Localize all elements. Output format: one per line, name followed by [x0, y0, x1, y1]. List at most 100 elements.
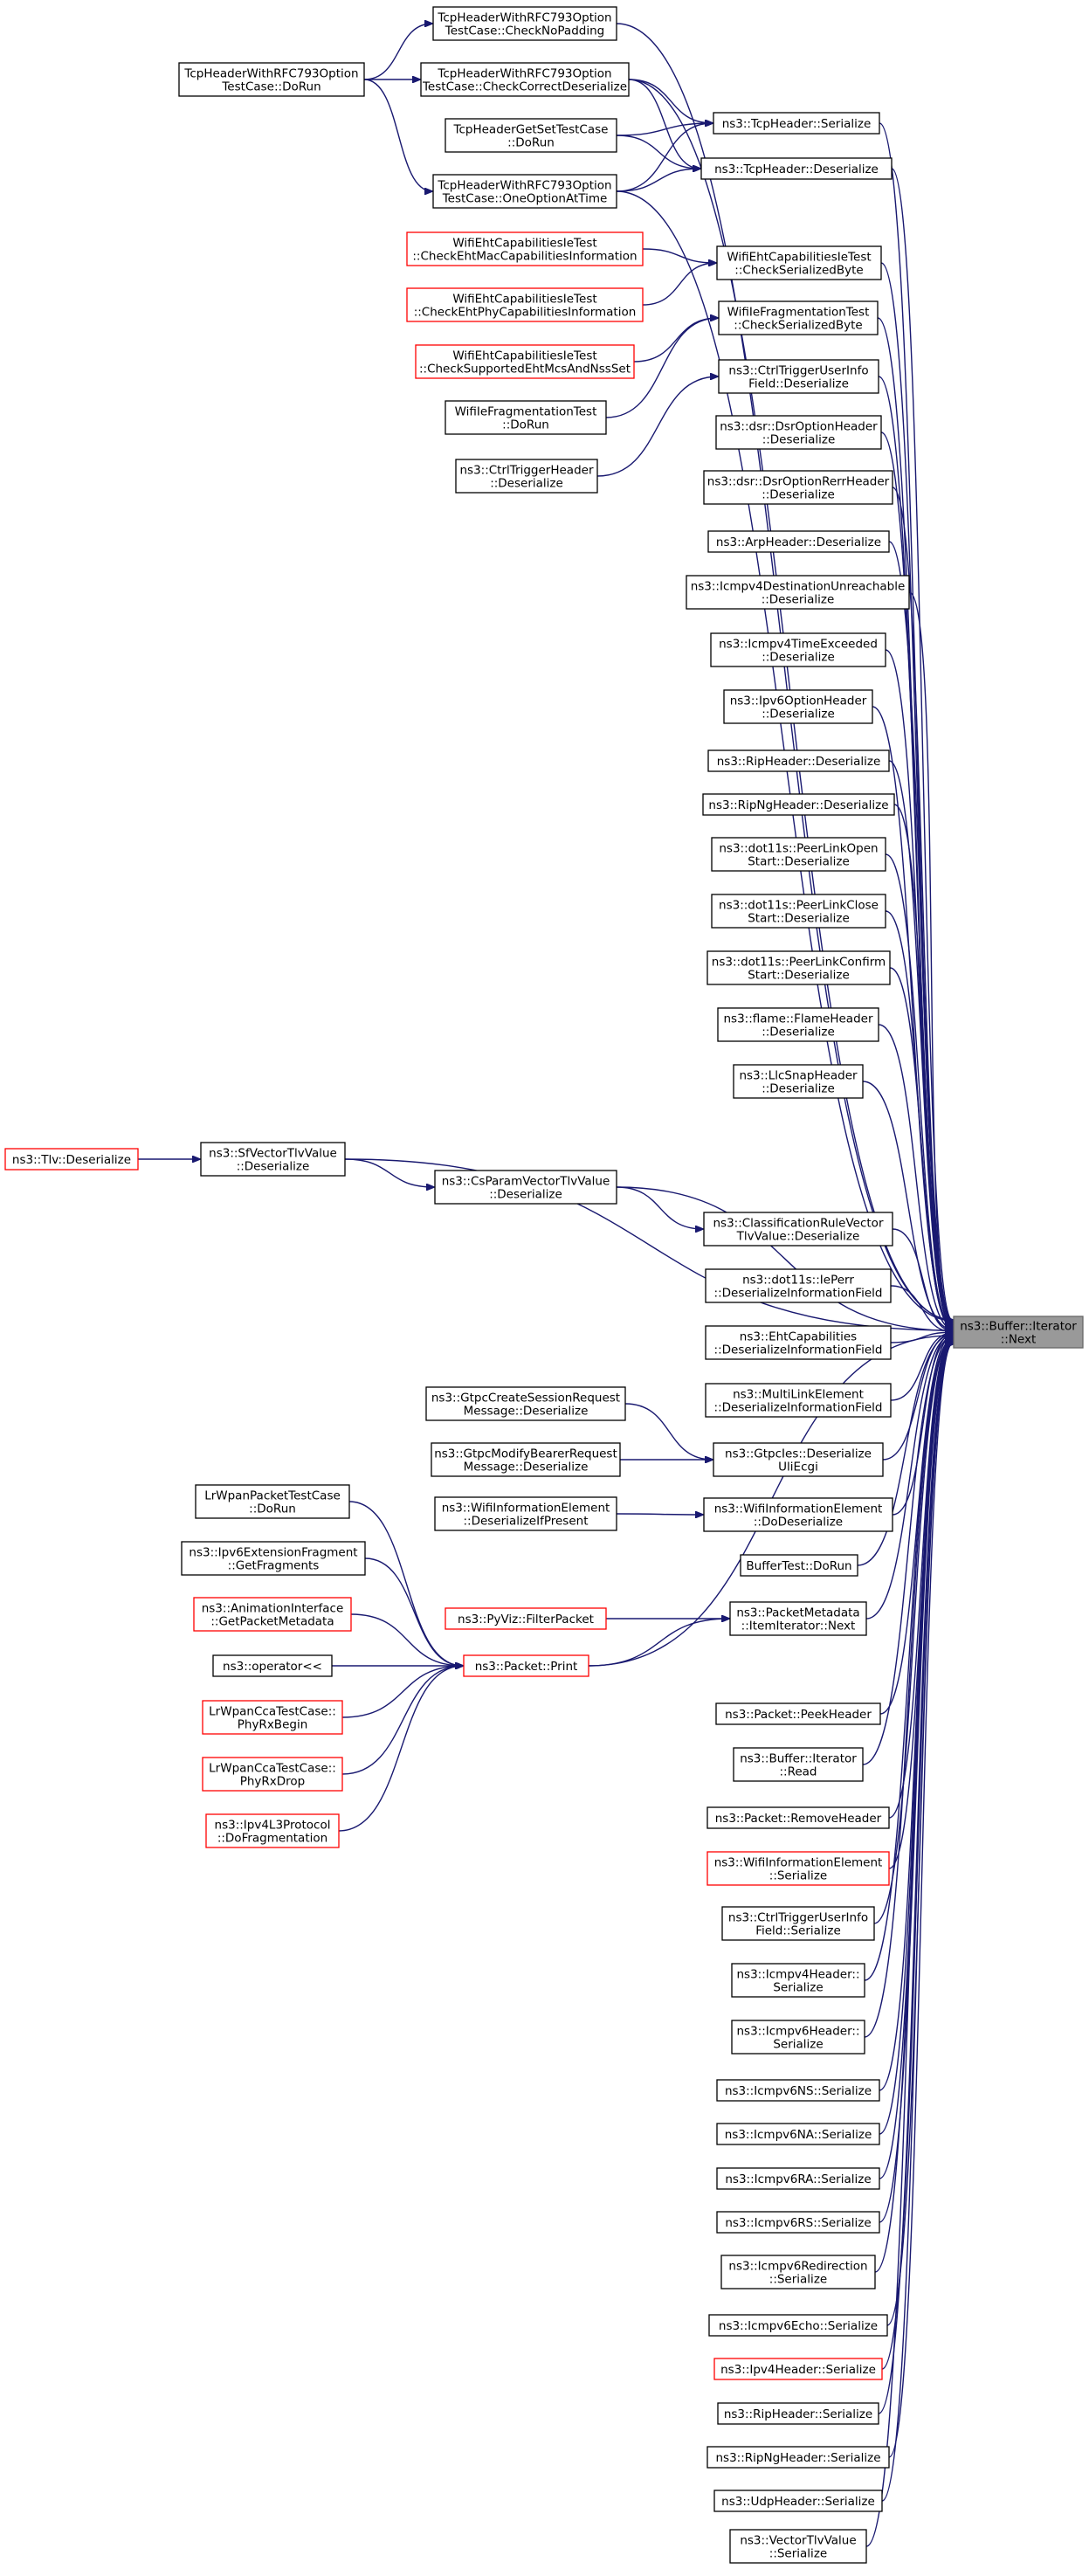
node-ns3-ctrltriggeruserinfo-field-deserialize[interactable]: ns3::CtrlTriggerUserInfoField::Deseriali… [718, 359, 879, 394]
edge [888, 1337, 953, 1819]
node-ns3-dot11s-ieperr-deserializeinformationfield[interactable]: ns3::dot11s::IePerr::DeserializeInformat… [705, 1268, 892, 1303]
node-ns3-arpheader-deserialize[interactable]: ns3::ArpHeader::Deserialize [707, 530, 890, 553]
node-ns3-dsr-dsroptionheader-deserialize[interactable]: ns3::dsr::DsrOptionHeader::Deserialize [715, 415, 882, 450]
node-ns3-ipv4l3protocol-dofragmentation[interactable]: ns3::Ipv4L3Protocol::DoFragmentation [205, 1813, 340, 1848]
node-ns3-packet-removeheader[interactable]: ns3::Packet::RemoveHeader [706, 1806, 890, 1829]
node-tcpheaderwithrfc793option-testcase-checkcorrectdeserialize[interactable]: TcpHeaderWithRFC793OptionTestCase::Check… [420, 62, 630, 97]
node-ns3-dot11s-peerlinkopen-start-deserialize[interactable]: ns3::dot11s::PeerLinkOpenStart::Deserial… [711, 837, 886, 872]
node-box [740, 1554, 858, 1577]
node-lrwpanpackettestcase-dorun[interactable]: LrWpanPacketTestCase::DoRun [195, 1484, 350, 1519]
node-wifiehtcapabilitiesietest-checkehtphycapabilitiesinformation[interactable]: WifiEhtCapabilitiesIeTest::CheckEhtPhyCa… [406, 287, 644, 322]
node-label: ns3::Icmpv6RS::Serialize [725, 2216, 871, 2230]
node-ns3-icmpv6redirection-serialize[interactable]: ns3::Icmpv6Redirection::Serialize [720, 2255, 876, 2289]
node-wifiehtcapabilitiesietest-checkehtmaccapabilitiesinformation[interactable]: WifiEhtCapabilitiesIeTest::CheckEhtMacCa… [406, 231, 644, 266]
node-ns3-ipv4header-serialize[interactable]: ns3::Ipv4Header::Serialize [713, 2358, 883, 2380]
node-ns3-icmpv4destinationunreachable-deserialize[interactable]: ns3::Icmpv4DestinationUnreachable::Deser… [686, 575, 910, 610]
node-ns3-ripngheader-serialize[interactable]: ns3::RipNgHeader::Serialize [706, 2446, 890, 2469]
node-ns3-ipv6extensionfragment-getfragments[interactable]: ns3::Ipv6ExtensionFragment::GetFragments [181, 1541, 366, 1576]
node-label: ::CheckSerializedByte [734, 264, 863, 278]
node-label: TcpHeaderWithRFC793Option [183, 67, 358, 81]
node-wifiehtcapabilitiesietest-checkserializedbyte[interactable]: WifiEhtCapabilitiesIeTest::CheckSerializ… [716, 245, 882, 280]
node-ns3-tcpheader-deserialize[interactable]: ns3::TcpHeader::Deserialize [700, 157, 893, 180]
node-ns3-ripheader-serialize[interactable]: ns3::RipHeader::Serialize [717, 2402, 879, 2425]
node-ns3-tlv-deserialize[interactable]: ns3::Tlv::Deserialize [4, 1148, 139, 1171]
node-ns3-multilinkelement-deserializeinformationfield[interactable]: ns3::MultiLinkElement::DeserializeInform… [705, 1383, 892, 1418]
node-ns3-pyviz-filterpacket[interactable]: ns3::PyViz::FilterPacket [445, 1607, 607, 1630]
node-ns3-dot11s-peerlinkconfirm-start-deserialize[interactable]: ns3::dot11s::PeerLinkConfirmStart::Deser… [706, 950, 891, 985]
node-ns3-ripngheader-deserialize[interactable]: ns3::RipNgHeader::Deserialize [702, 793, 895, 816]
node-ns3-gtpccreatesessionrequest-message-deserialize[interactable]: ns3::GtpcCreateSessionRequestMessage::De… [425, 1386, 626, 1421]
node-box [455, 459, 598, 494]
node-label: ns3::PyViz::FilterPacket [458, 1613, 594, 1626]
node-ns3-wifiinformationelement-dodeserialize[interactable]: ns3::WifiInformationElement::DoDeseriali… [703, 1497, 893, 1532]
node-ns3-ipv6optionheader-deserialize[interactable]: ns3::Ipv6OptionHeader::Deserialize [723, 689, 873, 724]
node-ns3-animationinterface-getpacketmetadata[interactable]: ns3::AnimationInterface::GetPacketMetada… [193, 1597, 352, 1632]
node-box [705, 1383, 892, 1418]
node-wifiehtcapabilitiesietest-checksupportedehtmcsandnssset[interactable]: WifiEhtCapabilitiesIeTest::CheckSupporte… [415, 344, 635, 379]
node-lrwpanccatestcase-phyrxdrop[interactable]: LrWpanCcaTestCase::PhyRxDrop [202, 1757, 343, 1792]
node-ns3-operator[interactable]: ns3::operator<< [212, 1654, 333, 1677]
node-box [200, 1142, 346, 1177]
node-ns3-packet-print[interactable]: ns3::Packet::Print [463, 1654, 589, 1677]
node-wifiiefragmentationtest-checkserializedbyte[interactable]: WifiIeFragmentationTest::CheckSerialized… [718, 300, 879, 335]
node-label: Start::Deserialize [748, 912, 850, 926]
node-ns3-icmpv6rs-serialize[interactable]: ns3::Icmpv6RS::Serialize [716, 2211, 880, 2234]
node-ns3-wifiinformationelement-serialize[interactable]: ns3::WifiInformationElement::Serialize [706, 1851, 890, 1886]
node-box [710, 632, 886, 667]
node-box [715, 1702, 881, 1725]
node-buffertest-dorun[interactable]: BufferTest::DoRun [740, 1554, 858, 1577]
node-ns3-packetmetadata-itemiterator-next[interactable]: ns3::PacketMetadata::ItemIterator::Next [729, 1601, 867, 1636]
node-box [731, 1963, 865, 1998]
node-label: ::DoRun [507, 136, 555, 150]
node-box [711, 837, 886, 872]
node-ns3-dot11s-peerlinkclose-start-deserialize[interactable]: ns3::dot11s::PeerLinkCloseStart::Deseria… [711, 894, 886, 929]
node-tcpheaderwithrfc793option-testcase-checknopadding[interactable]: TcpHeaderWithRFC793OptionTestCase::Check… [432, 6, 617, 41]
node-label: ns3::Icmpv6Redirection [728, 2260, 867, 2274]
node-label: Start::Deserialize [748, 855, 850, 869]
node-box [434, 1496, 617, 1531]
node-ns3-sfvectortlvvalue-deserialize[interactable]: ns3::SfVectorTlvValue::Deserialize [200, 1142, 346, 1177]
node-label: ::Deserialize [762, 488, 835, 502]
node-ns3-llcsnapheader-deserialize[interactable]: ns3::LlcSnapHeader::Deserialize [733, 1064, 864, 1099]
node-ns3-icmpv4timeexceeded-deserialize[interactable]: ns3::Icmpv4TimeExceeded::Deserialize [710, 632, 886, 667]
node-label: WifiIeFragmentationTest [727, 306, 870, 320]
node-ns3-icmpv6echo-serialize[interactable]: ns3::Icmpv6Echo::Serialize [708, 2314, 888, 2337]
node-tcpheadergetsettestcase-dorun[interactable]: TcpHeaderGetSetTestCase::DoRun [445, 118, 617, 153]
node-tcpheaderwithrfc793option-testcase-oneoptionattime[interactable]: TcpHeaderWithRFC793OptionTestCase::OneOp… [432, 174, 617, 209]
node-ns3-ripheader-deserialize[interactable]: ns3::RipHeader::Deserialize [707, 749, 890, 772]
node-label: ns3::VectorTlvValue [740, 2534, 856, 2548]
node-ns3-tcpheader-serialize[interactable]: ns3::TcpHeader::Serialize [713, 112, 880, 135]
node-ns3-icmpv6header-serialize[interactable]: ns3::Icmpv6Header::Serialize [731, 2020, 865, 2055]
node-ns3-dsr-dsroptionrerrheader-deserialize[interactable]: ns3::dsr::DsrOptionRerrHeader::Deseriali… [703, 470, 893, 505]
node-ns3-csparamvectortlvvalue-deserialize[interactable]: ns3::CsParamVectorTlvValue::Deserialize [434, 1170, 617, 1205]
node-ns3-ctrltriggerheader-deserialize[interactable]: ns3::CtrlTriggerHeader::Deserialize [455, 459, 598, 494]
node-lrwpanccatestcase-phyrxbegin[interactable]: LrWpanCcaTestCase::PhyRxBegin [202, 1700, 343, 1735]
node-ns3-icmpv6na-serialize[interactable]: ns3::Icmpv6NA::Serialize [716, 2123, 880, 2145]
node-ns3-icmpv6ra-serialize[interactable]: ns3::Icmpv6RA::Serialize [716, 2167, 880, 2190]
node-ns3-wifiinformationelement-deserializeifpresent[interactable]: ns3::WifiInformationElement::Deserialize… [434, 1496, 617, 1531]
node-ns3-ehtcapabilities-deserializeinformationfield[interactable]: ns3::EhtCapabilities::DeserializeInforma… [705, 1325, 892, 1360]
node-label: ns3::Ipv4L3Protocol [215, 1819, 331, 1833]
node-label: PhyRxBegin [238, 1718, 308, 1732]
node-ns3-udpheader-serialize[interactable]: ns3::UdpHeader::Serialize [713, 2490, 883, 2512]
node-wifiiefragmentationtest-dorun[interactable]: WifiIeFragmentationTest::DoRun [445, 400, 607, 435]
node-ns3-gtpcmodifybearerrequest-message-deserialize[interactable]: ns3::GtpcModifyBearerRequestMessage::Des… [431, 1442, 621, 1477]
node-ns3-vectortlvvalue-serialize[interactable]: ns3::VectorTlvValue::Serialize [729, 2529, 867, 2564]
node-ns3-flame-flameheader-deserialize[interactable]: ns3::flame::FlameHeader::Deserialize [717, 1007, 879, 1042]
node-label: TcpHeaderWithRFC793Option [437, 179, 611, 193]
node-box [202, 1757, 343, 1792]
node-ns3-classificationrulevector-tlvvalue-deserialize[interactable]: ns3::ClassificationRuleVectorTlvValue::D… [703, 1212, 893, 1247]
node-ns3-buffer-iterator-read[interactable]: ns3::Buffer::Iterator::Read [733, 1747, 864, 1782]
edge [908, 591, 953, 1325]
node-ns3-icmpv6ns-serialize[interactable]: ns3::Icmpv6NS::Serialize [716, 2079, 880, 2102]
node-ns3-buffer-iterator-next[interactable]: ns3::Buffer::Iterator::Next [953, 1316, 1084, 1349]
node-ns3-packet-peekheader[interactable]: ns3::Packet::PeekHeader [715, 1702, 881, 1725]
node-label: ::DoRun [502, 418, 549, 432]
node-label: ns3::AnimationInterface [202, 1602, 344, 1616]
node-ns3-icmpv4header-serialize[interactable]: ns3::Icmpv4Header::Serialize [731, 1963, 865, 1998]
node-box [706, 1851, 890, 1886]
node-label: TestCase::CheckCorrectDeserialize [422, 80, 627, 94]
